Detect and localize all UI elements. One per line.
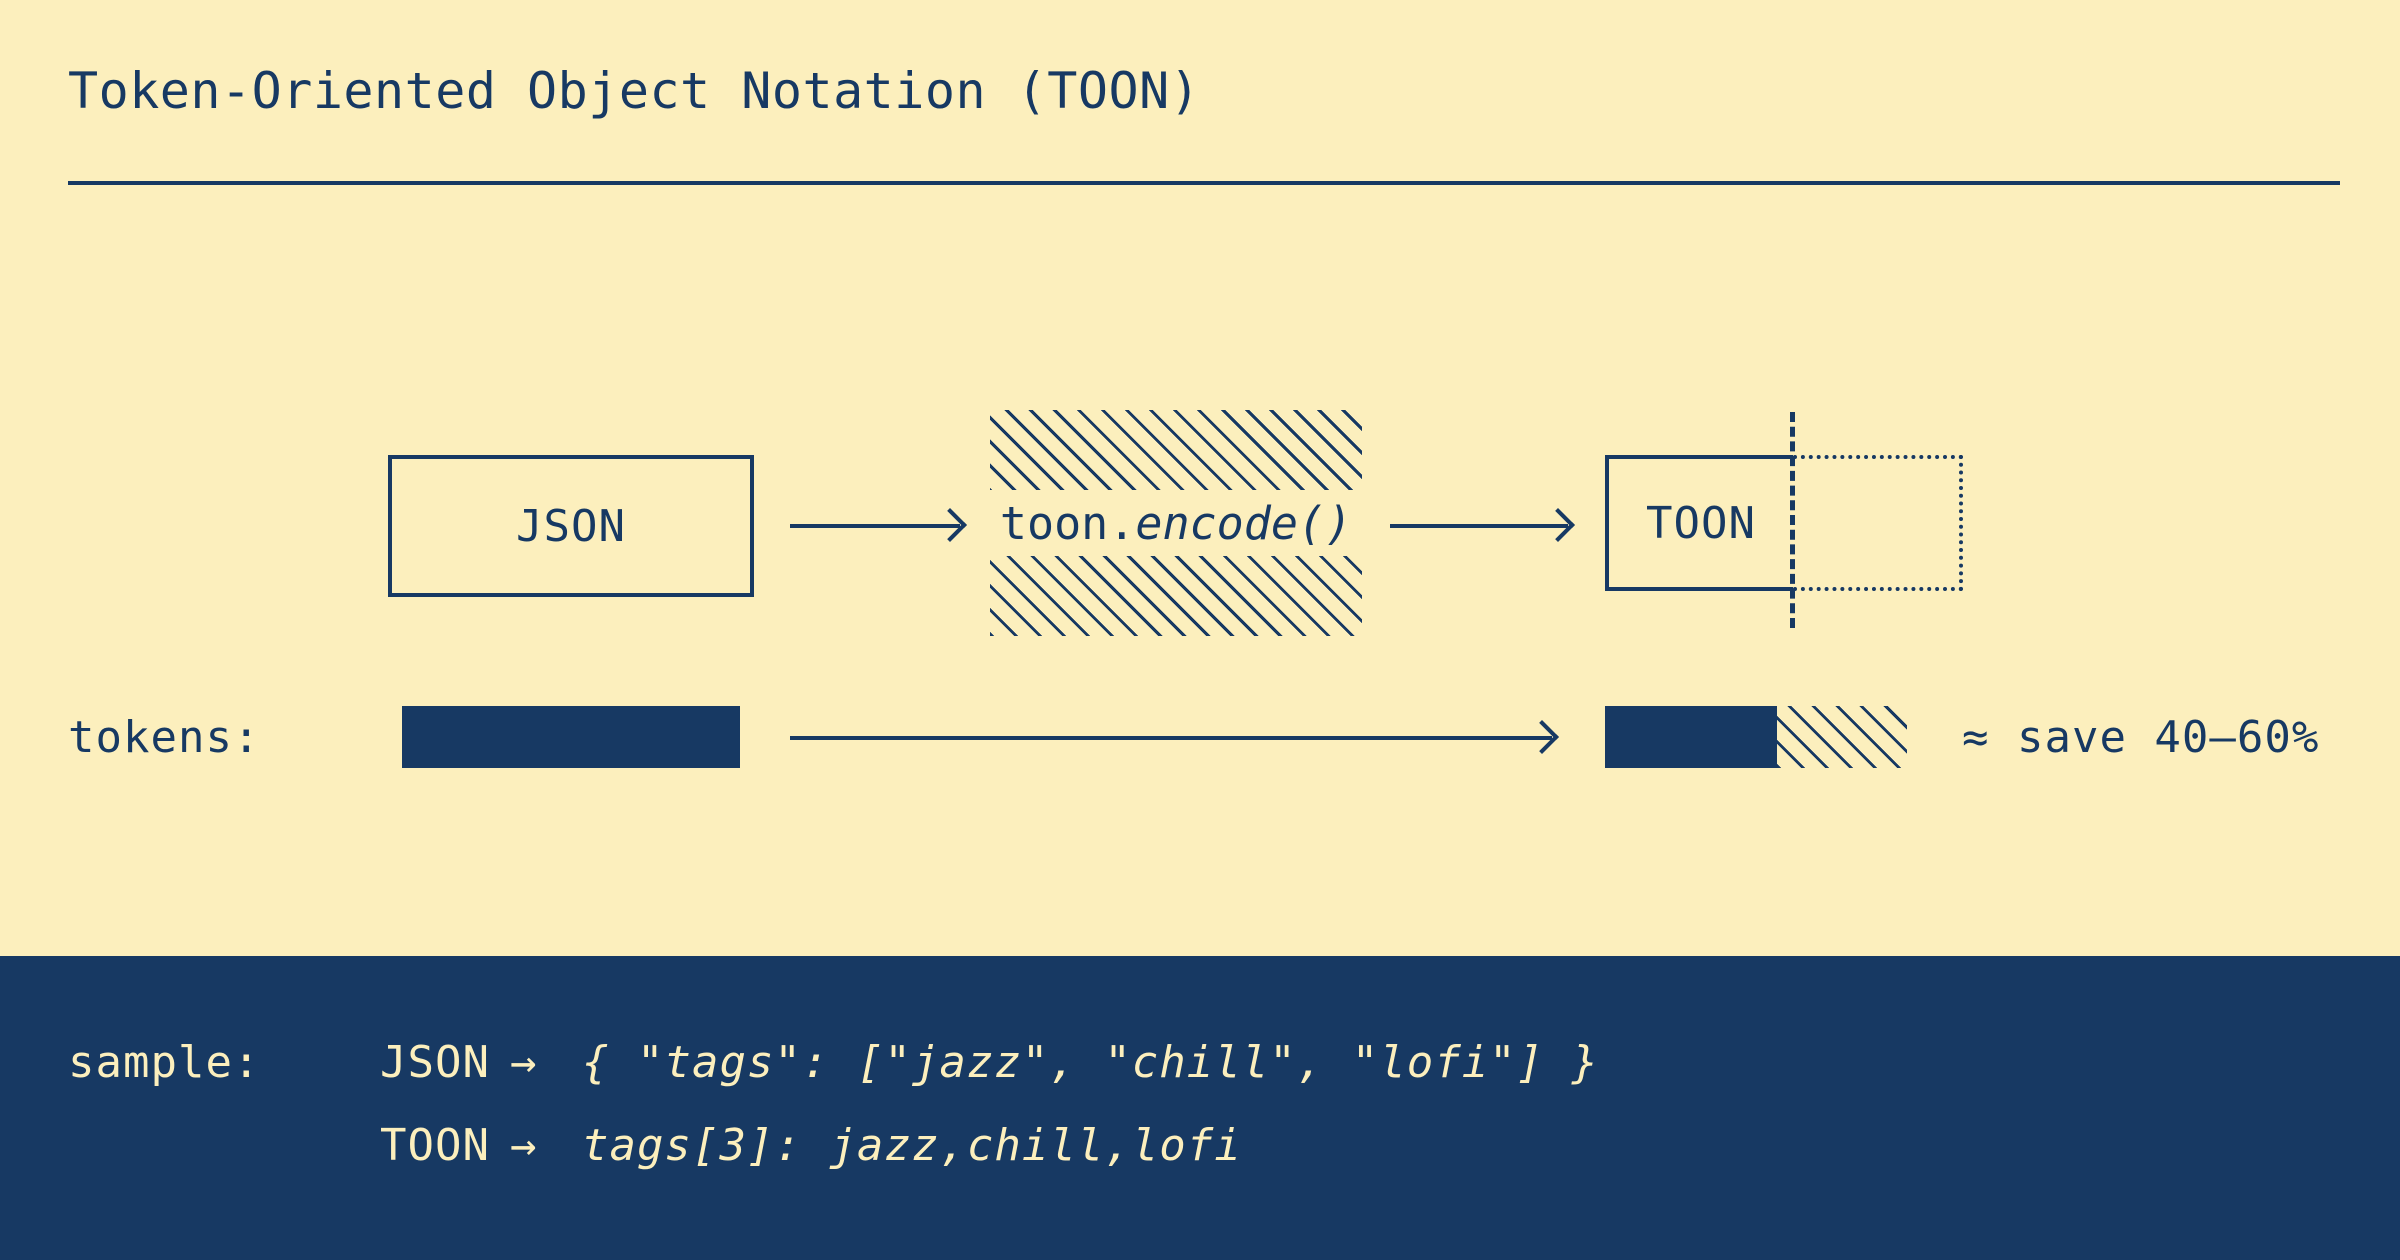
tokens-savings-note: ≈ save 40–60% <box>1962 712 2320 763</box>
tokens-bar-toon-saved-hatch <box>1777 706 1907 768</box>
arrow-tokens-comparison <box>790 736 1552 740</box>
sample-row-json-arrow-icon: → <box>510 1037 538 1088</box>
tokens-bar-toon-used <box>1605 706 1777 768</box>
toon-result-box: TOON <box>1605 455 1793 591</box>
toon-box-dashed-divider <box>1790 412 1795 628</box>
sample-row-toon-code: tags[3]: jazz,chill,lofi <box>582 1120 1242 1171</box>
json-source-box-label: JSON <box>516 500 626 552</box>
encode-process-label: toon.encode() <box>1000 497 1352 550</box>
sample-row-toon-kind: TOON <box>380 1120 490 1171</box>
tokens-row-label: tokens: <box>68 712 261 763</box>
arrow-encode-to-toon <box>1390 524 1568 528</box>
title-divider-rule <box>68 181 2340 185</box>
sample-row-toon: TOON → tags[3]: jazz,chill,lofi <box>380 1120 1242 1171</box>
encode-process-label-band: toon.encode() <box>970 490 1382 556</box>
sample-row-json: JSON → { "tags": ["jazz", "chill", "lofi… <box>380 1037 1599 1088</box>
json-source-box: JSON <box>388 455 754 597</box>
tokens-bar-json <box>402 706 740 768</box>
page-title: Token-Oriented Object Notation (TOON) <box>68 62 1201 120</box>
sample-row-json-code: { "tags": ["jazz", "chill", "lofi"] } <box>582 1037 1600 1088</box>
arrow-json-to-encode <box>790 524 960 528</box>
toon-result-box-group: TOON <box>1605 412 1963 628</box>
sample-panel <box>0 956 2400 1260</box>
toon-saved-space-box <box>1793 455 1963 591</box>
sample-row-toon-arrow-icon: → <box>510 1120 538 1171</box>
sample-row-json-kind: JSON <box>380 1037 490 1088</box>
sample-panel-label: sample: <box>68 1037 261 1088</box>
encode-label-namespace: toon. <box>999 496 1136 550</box>
toon-result-box-label: TOON <box>1646 497 1756 549</box>
encode-label-method: encode() <box>1135 496 1353 550</box>
